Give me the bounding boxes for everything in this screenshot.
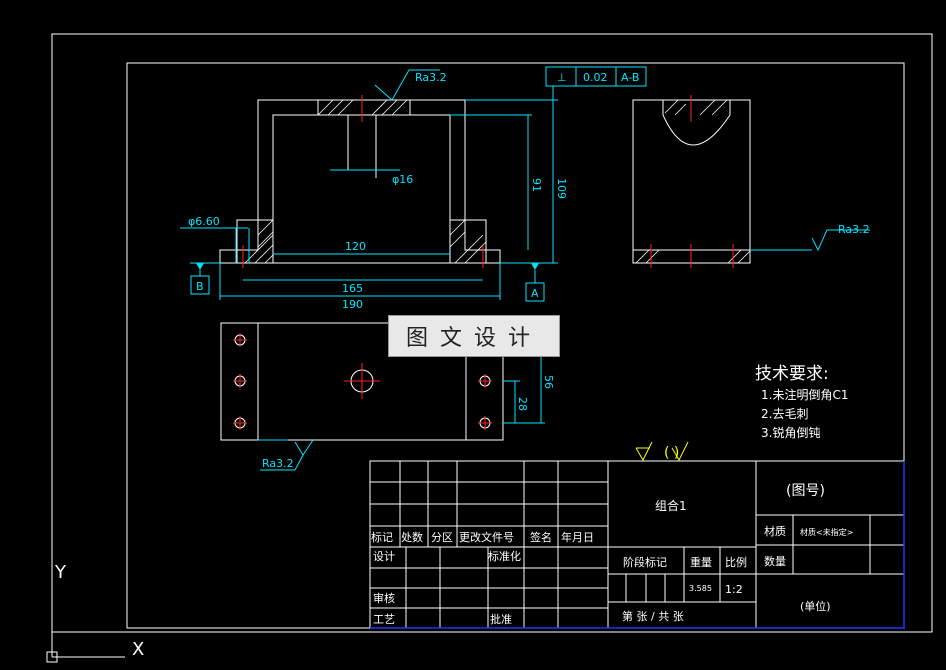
tb-mark: 标记 (371, 530, 393, 544)
datum-b: B (190, 262, 220, 295)
left-foot-hatch (236, 219, 274, 264)
tb-std: 标准化 (488, 549, 521, 563)
svg-text:( ): ( ) (664, 445, 679, 461)
roughness-top: Ra3.2 (374, 69, 447, 101)
side-view[interactable] (632, 95, 751, 268)
tb-material-label: 材质 (764, 524, 786, 538)
tb-scale-label: 比例 (725, 555, 747, 569)
dim-91: 91 (530, 178, 543, 192)
right-foot-hatch (449, 219, 487, 264)
roughness-bottom: Ra3.2 (258, 439, 314, 471)
dim-28: 28 (516, 397, 529, 411)
tech-item-1: 1.未注明倒角C1 (761, 387, 848, 402)
svg-text:B: B (196, 280, 204, 293)
tb-qty-label: 数量 (764, 555, 786, 568)
datum-a: A (525, 263, 545, 302)
title-block[interactable]: 标记 处数 分区 更改文件号 签名 年月日 设计 标准化 审核 工艺 批准 阶段… (369, 460, 905, 629)
dim-56: 56 (542, 375, 555, 389)
tb-approve: 批准 (490, 612, 512, 626)
watermark-box: 图文设计 (388, 315, 560, 357)
tb-drawing-no: (图号) (786, 483, 825, 499)
tol-datum: A-B (621, 71, 639, 84)
tb-scale-val: 1:2 (725, 583, 743, 596)
tb-material-val: 材质<未指定> (800, 527, 853, 537)
tech-item-2: 2.去毛刺 (761, 407, 808, 421)
svg-text:Ra3.2: Ra3.2 (262, 457, 294, 470)
mount-holes (233, 333, 492, 430)
outer-frame (51, 33, 933, 633)
top-view[interactable]: 28 56 (220, 322, 555, 441)
tol-value: 0.02 (583, 71, 608, 84)
roughness-right: Ra3.2 (750, 223, 870, 252)
watermark-text: 图文设计 (405, 326, 542, 351)
svg-text:Y: Y (54, 562, 67, 583)
tech-title: 技术要求: (755, 364, 829, 384)
ucs-icon: Y X (46, 562, 144, 663)
svg-text:Ra3.2: Ra3.2 (415, 71, 447, 84)
front-dimensions: 120 165 190 91 109 φ16 φ6.60 (180, 99, 568, 311)
tb-sign: 签名 (530, 530, 552, 544)
svg-text:X: X (132, 639, 144, 660)
tb-sheet: 第 张 / 共 张 (622, 609, 684, 623)
tolerance-frame[interactable]: ⊥ 0.02 A-B (545, 66, 647, 100)
svg-text:A: A (531, 287, 539, 300)
dim-120: 120 (345, 240, 366, 253)
surface-note: ( ) (635, 441, 689, 462)
dim-109: 109 (555, 178, 568, 199)
tb-review: 审核 (373, 591, 395, 605)
front-inner-profile (272, 114, 451, 250)
tol-symbol: ⊥ (557, 71, 567, 84)
tech-requirements: 技术要求: 1.未注明倒角C1 2.去毛刺 3.锐角倒钝 (755, 364, 848, 440)
tb-zone: 分区 (431, 531, 453, 544)
dim-190: 190 (342, 298, 363, 311)
dim-phi16: φ16 (392, 173, 413, 186)
tb-date: 年月日 (561, 530, 594, 544)
svg-text:Ra3.2: Ra3.2 (838, 223, 870, 236)
dim-phi6: φ6.60 (188, 215, 220, 228)
tb-doc: 更改文件号 (459, 530, 514, 544)
dim-165: 165 (342, 282, 363, 295)
tb-process: 工艺 (373, 613, 395, 626)
top-hatch-box (317, 99, 411, 116)
tb-part-name: 组合1 (655, 498, 687, 513)
tb-stage: 阶段标记 (623, 555, 667, 569)
tb-design: 设计 (373, 550, 395, 563)
tech-item-3: 3.锐角倒钝 (761, 426, 820, 440)
tb-weight-label: 重量 (690, 555, 712, 569)
tb-count: 处数 (401, 531, 423, 544)
tb-weight-val: 3.585 (689, 584, 712, 593)
tb-unit: (单位) (800, 599, 831, 613)
